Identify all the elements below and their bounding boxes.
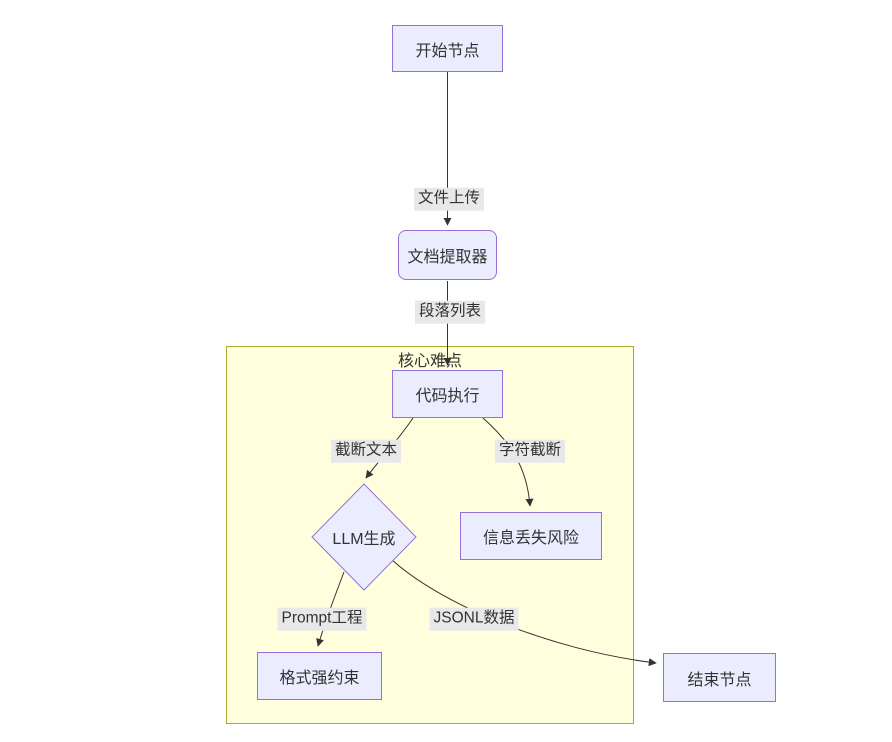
node-llm-generation-shape <box>311 483 417 591</box>
subgraph-title: 核心难点 <box>397 353 462 370</box>
node-code-execution: 代码执行 <box>392 370 503 418</box>
node-format-constraint-label: 格式强约束 <box>279 670 360 687</box>
node-document-extractor-label: 文档提取器 <box>407 249 488 266</box>
node-start-label: 开始节点 <box>415 42 480 60</box>
node-info-loss-risk-label: 信息丢失风险 <box>482 530 579 547</box>
edge-label-prompt-engineering: Prompt工程 <box>277 607 367 631</box>
edge-label-paragraph-list: 段落列表 <box>414 300 486 324</box>
edge-label-char-truncate: 字符截断 <box>494 439 566 463</box>
node-info-loss-risk: 信息丢失风险 <box>460 512 602 560</box>
node-end: 结束节点 <box>663 653 776 702</box>
node-code-execution-label: 代码执行 <box>415 388 480 405</box>
edge-label-truncate-text: 截断文本 <box>330 439 402 463</box>
edge-label-file-upload: 文件上传 <box>413 187 485 211</box>
node-llm-generation-label: LLM生成 <box>332 531 396 548</box>
edge-label-jsonl-data: JSONL数据 <box>429 607 519 631</box>
node-end-label: 结束节点 <box>687 671 752 689</box>
node-document-extractor: 文档提取器 <box>398 230 497 280</box>
node-format-constraint: 格式强约束 <box>257 652 382 700</box>
node-start: 开始节点 <box>392 25 503 72</box>
